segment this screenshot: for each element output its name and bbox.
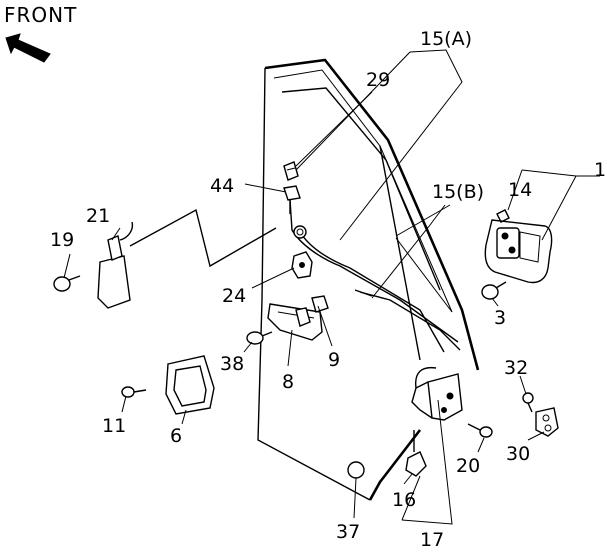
callout-17: 17 [420,529,444,551]
callout-8: 8 [282,371,294,393]
leader-lines [63,49,600,525]
callout-16: 16 [392,489,416,511]
callout-38: 38 [220,353,244,375]
callout-30: 30 [506,443,530,465]
handle-bezel-6-part [165,355,215,415]
callout-37: 37 [336,521,360,543]
inside-handle-bracket-part [267,295,329,341]
callout-19: 19 [50,229,74,251]
front-label: FRONT [4,3,77,27]
callout-11: 11 [102,415,126,437]
lock-actuator-21-part [97,208,277,309]
door-lock-assembly-17-part [411,366,463,421]
callout-44: 44 [210,175,234,197]
rod-clip-16-part [405,430,427,477]
callout-14: 14 [508,179,532,201]
grommet-part [293,225,307,239]
callout-15a: 15(A) [420,28,472,50]
door-panel-outline [257,58,480,501]
callout-6: 6 [170,425,182,447]
callout-21: 21 [86,205,110,227]
striker-30-part [535,407,559,437]
callout-3: 3 [494,307,506,329]
screw-11-part [121,386,147,398]
callout-1: 1 [594,159,606,181]
clip-24-part [291,251,313,279]
door-glass-run-channel [281,87,441,291]
callout-15b: 15(B) [432,181,484,203]
callout-32: 32 [504,357,528,379]
front-arrow-icon [5,33,51,63]
callout-24: 24 [222,285,246,307]
clip-44-part [283,185,301,214]
clip-29-part [283,161,299,181]
plug-37-part [347,461,365,479]
callout-29: 29 [366,69,390,91]
callout-9: 9 [328,349,340,371]
callout-20: 20 [456,455,480,477]
outside-handle-part [484,209,553,284]
screw-38-part [246,331,273,345]
screw-32-part [522,392,534,413]
screw-3-part [481,281,507,300]
screw-20-part [467,423,493,438]
lock-rods-part [289,199,461,353]
screw-19-part [53,275,81,292]
